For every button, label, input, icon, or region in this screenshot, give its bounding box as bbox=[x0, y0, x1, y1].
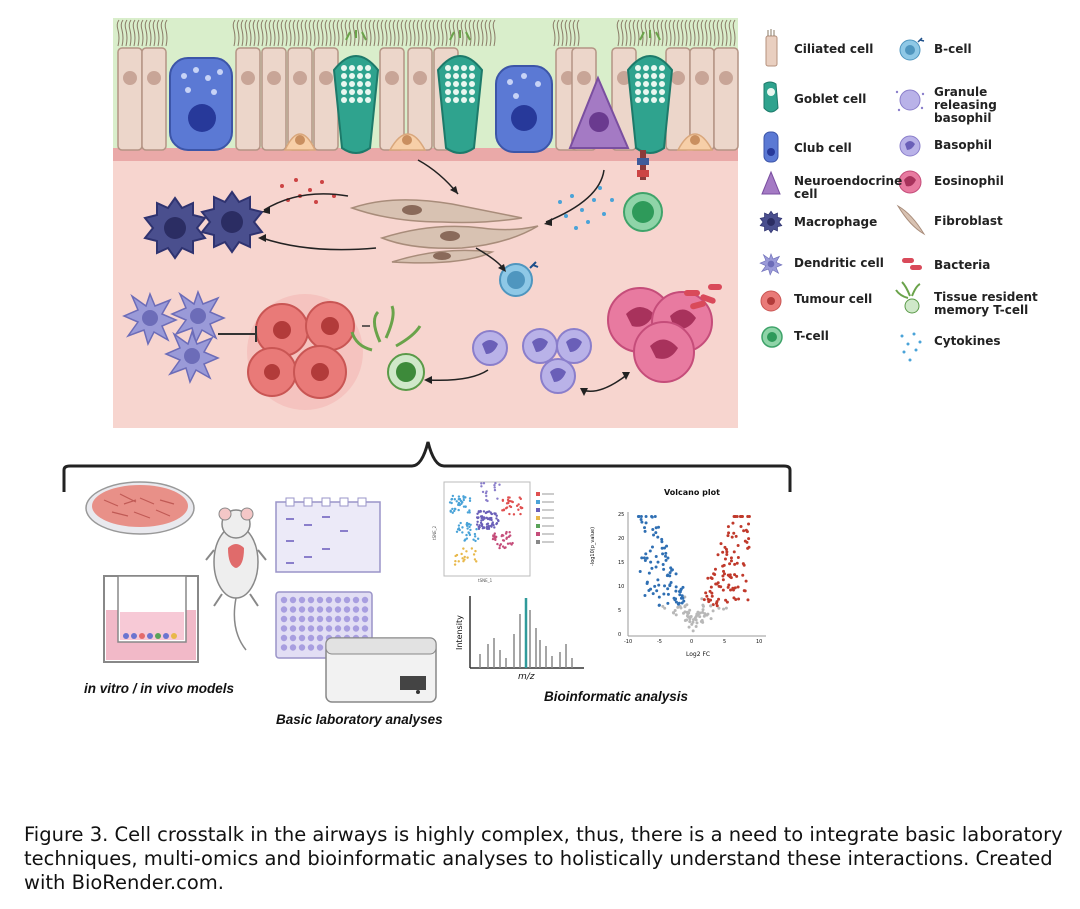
plate-reader-icon bbox=[325, 637, 437, 703]
grouping-brace bbox=[62, 441, 792, 492]
legend-label-eosinophil: Eosinophil bbox=[934, 174, 1004, 188]
mouse-icon bbox=[205, 507, 267, 651]
macrophage-icon bbox=[759, 210, 783, 234]
legend-label-t-cell: T-cell bbox=[794, 329, 829, 343]
gel-icon bbox=[275, 497, 381, 573]
legend-label-macrophage: Macrophage bbox=[794, 215, 878, 229]
bacteria-group bbox=[684, 284, 722, 310]
ms-xlabel: m/z bbox=[518, 672, 535, 682]
ms-ylabel: Intensity bbox=[455, 615, 464, 650]
ciliated-cell-icon bbox=[765, 29, 778, 67]
club-cell bbox=[169, 57, 233, 151]
basal-cells bbox=[283, 133, 714, 151]
volcano-y-tick: 25 bbox=[618, 512, 625, 518]
volcano-x-tick: 10 bbox=[756, 639, 763, 645]
goblet-cell-icon bbox=[763, 81, 779, 113]
legend-icons bbox=[759, 29, 926, 362]
bacteria-icon bbox=[902, 258, 922, 270]
legend-label-trm-t-cell: Tissue resident memory T-cell bbox=[934, 290, 1038, 317]
eosinophil-icon bbox=[898, 170, 922, 194]
t-cell-icon bbox=[761, 326, 783, 348]
dendritic-cells bbox=[122, 291, 225, 383]
eosinophil-cells bbox=[607, 287, 713, 383]
goblet-cells bbox=[332, 30, 674, 154]
tsne-xlabel: tSNE_1 bbox=[478, 578, 493, 583]
legend-label-basophil: Basophil bbox=[934, 138, 992, 152]
fibroblast-icon bbox=[896, 204, 926, 236]
club-cell-icon bbox=[763, 131, 779, 163]
cytokines-icon bbox=[900, 332, 922, 362]
fibroblast-cells bbox=[349, 199, 539, 264]
dendritic-cell-icon bbox=[759, 253, 783, 276]
transwell-icon bbox=[103, 575, 199, 663]
legend-label-granule-basophil: Granule releasing basophil bbox=[934, 85, 997, 125]
tumour-cluster bbox=[247, 294, 363, 410]
volcano-y-tick: 15 bbox=[618, 560, 625, 566]
club-cell bbox=[495, 65, 553, 153]
volcano-x-tick: -10 bbox=[624, 639, 633, 645]
neuroendocrine-cell bbox=[568, 75, 630, 149]
volcano-plot bbox=[627, 512, 766, 637]
volcano-x-tick: 5 bbox=[723, 639, 727, 645]
granule-basophil-icon bbox=[895, 89, 925, 112]
trm-t-cell-icon bbox=[895, 281, 921, 314]
legend-label-goblet-cell: Goblet cell bbox=[794, 92, 867, 106]
volcano-y-tick: 20 bbox=[618, 536, 625, 542]
volcano-y-tick: 5 bbox=[618, 608, 622, 614]
volcano-ylabel: -log10(p_value) bbox=[590, 526, 596, 566]
basement-membrane bbox=[113, 148, 738, 161]
neuroendocrine-cell-icon bbox=[761, 170, 781, 195]
volcano-title: Volcano plot bbox=[664, 488, 720, 497]
trm-t-cell-tissue bbox=[350, 305, 425, 391]
cilia bbox=[116, 19, 736, 47]
legend-label-neuroendocrine-cell: Neuroendocrine cell bbox=[794, 174, 903, 201]
legend-label-dendritic-cell: Dendritic cell bbox=[794, 256, 884, 270]
legend-label-b-cell: B-cell bbox=[934, 42, 972, 56]
volcano-x-tick: 0 bbox=[690, 639, 694, 645]
tumour-cell-icon bbox=[760, 290, 782, 312]
figure-caption: Figure 3. Cell crosstalk in the airways … bbox=[24, 823, 1063, 894]
b-cell-icon bbox=[899, 37, 925, 61]
legend-label-cytokines: Cytokines bbox=[934, 334, 1001, 348]
inhibition-line bbox=[218, 326, 257, 342]
lab-analyses-label: Basic laboratory analyses bbox=[276, 712, 443, 727]
basophil-cells bbox=[472, 328, 592, 394]
legend-label-club-cell: Club cell bbox=[794, 141, 852, 155]
legend-label-ciliated-cell: Ciliated cell bbox=[794, 42, 874, 56]
arrow-heads bbox=[258, 186, 630, 396]
basophil-icon bbox=[899, 135, 921, 157]
cytokine-dots-blue bbox=[558, 186, 614, 230]
mass-spectrum bbox=[469, 596, 584, 669]
t-cell-tissue bbox=[623, 150, 663, 232]
legend-label-tumour-cell: Tumour cell bbox=[794, 292, 873, 306]
volcano-y-tick: 0 bbox=[618, 632, 622, 638]
interaction-arrows bbox=[261, 159, 629, 392]
legend-label-bacteria: Bacteria bbox=[934, 258, 991, 272]
tsne-ylabel: tSNE_2 bbox=[432, 525, 437, 540]
volcano-y-tick: 10 bbox=[618, 584, 625, 590]
legend-label-fibroblast: Fibroblast bbox=[934, 214, 1003, 228]
macrophage-cells bbox=[143, 191, 263, 260]
tsne-plot bbox=[443, 481, 554, 577]
volcano-x-tick: -5 bbox=[657, 639, 662, 645]
b-cell-tissue bbox=[499, 261, 539, 297]
models-label: in vitro / in vivo models bbox=[84, 681, 235, 696]
petri-dish-icon bbox=[85, 481, 195, 535]
bioinformatic-label: Bioinformatic analysis bbox=[544, 689, 689, 704]
volcano-xlabel: Log2 FC bbox=[686, 651, 711, 658]
